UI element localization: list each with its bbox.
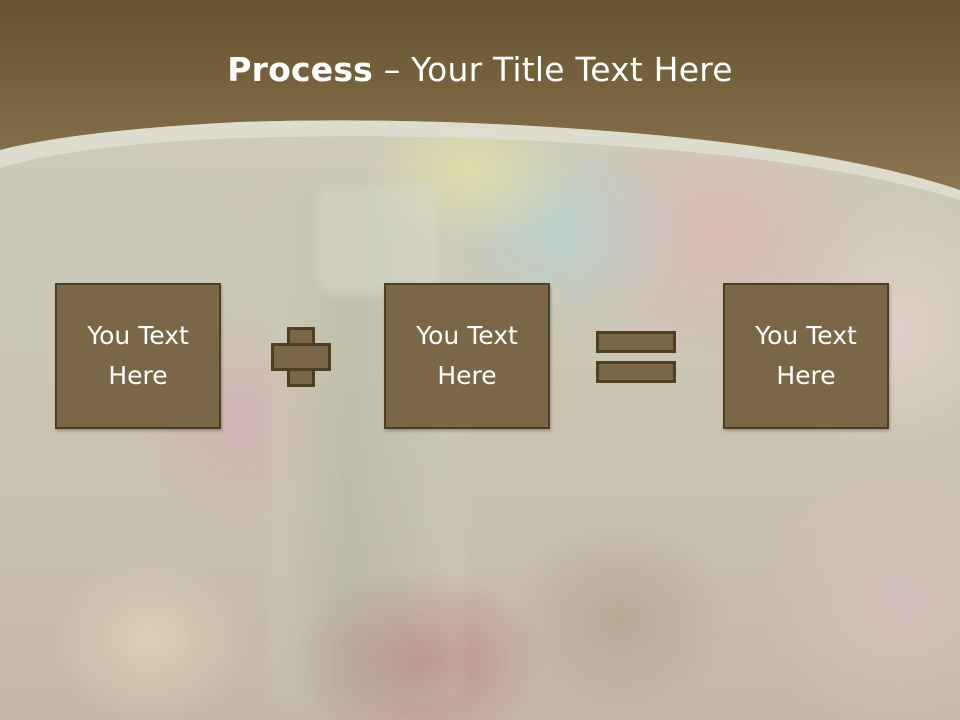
text-box-2[interactable]: You Text Here	[384, 283, 550, 429]
text-box-3-line1: You Text	[755, 321, 857, 350]
page-title: Process – Your Title Text Here	[0, 50, 960, 89]
title-rest: – Your Title Text Here	[373, 50, 733, 89]
bottle-neck-image	[318, 185, 438, 295]
text-box-2-line1: You Text	[416, 321, 518, 350]
text-box-3-line2: Here	[776, 361, 836, 390]
text-box-3[interactable]: You Text Here	[723, 283, 889, 429]
text-box-1-line1: You Text	[87, 321, 189, 350]
bottle-image	[270, 185, 465, 705]
text-box-2-line2: Here	[437, 361, 497, 390]
title-bold: Process	[227, 50, 374, 89]
header-banner	[0, 0, 960, 200]
text-box-1-line2: Here	[108, 361, 168, 390]
text-box-1[interactable]: You Text Here	[55, 283, 221, 429]
